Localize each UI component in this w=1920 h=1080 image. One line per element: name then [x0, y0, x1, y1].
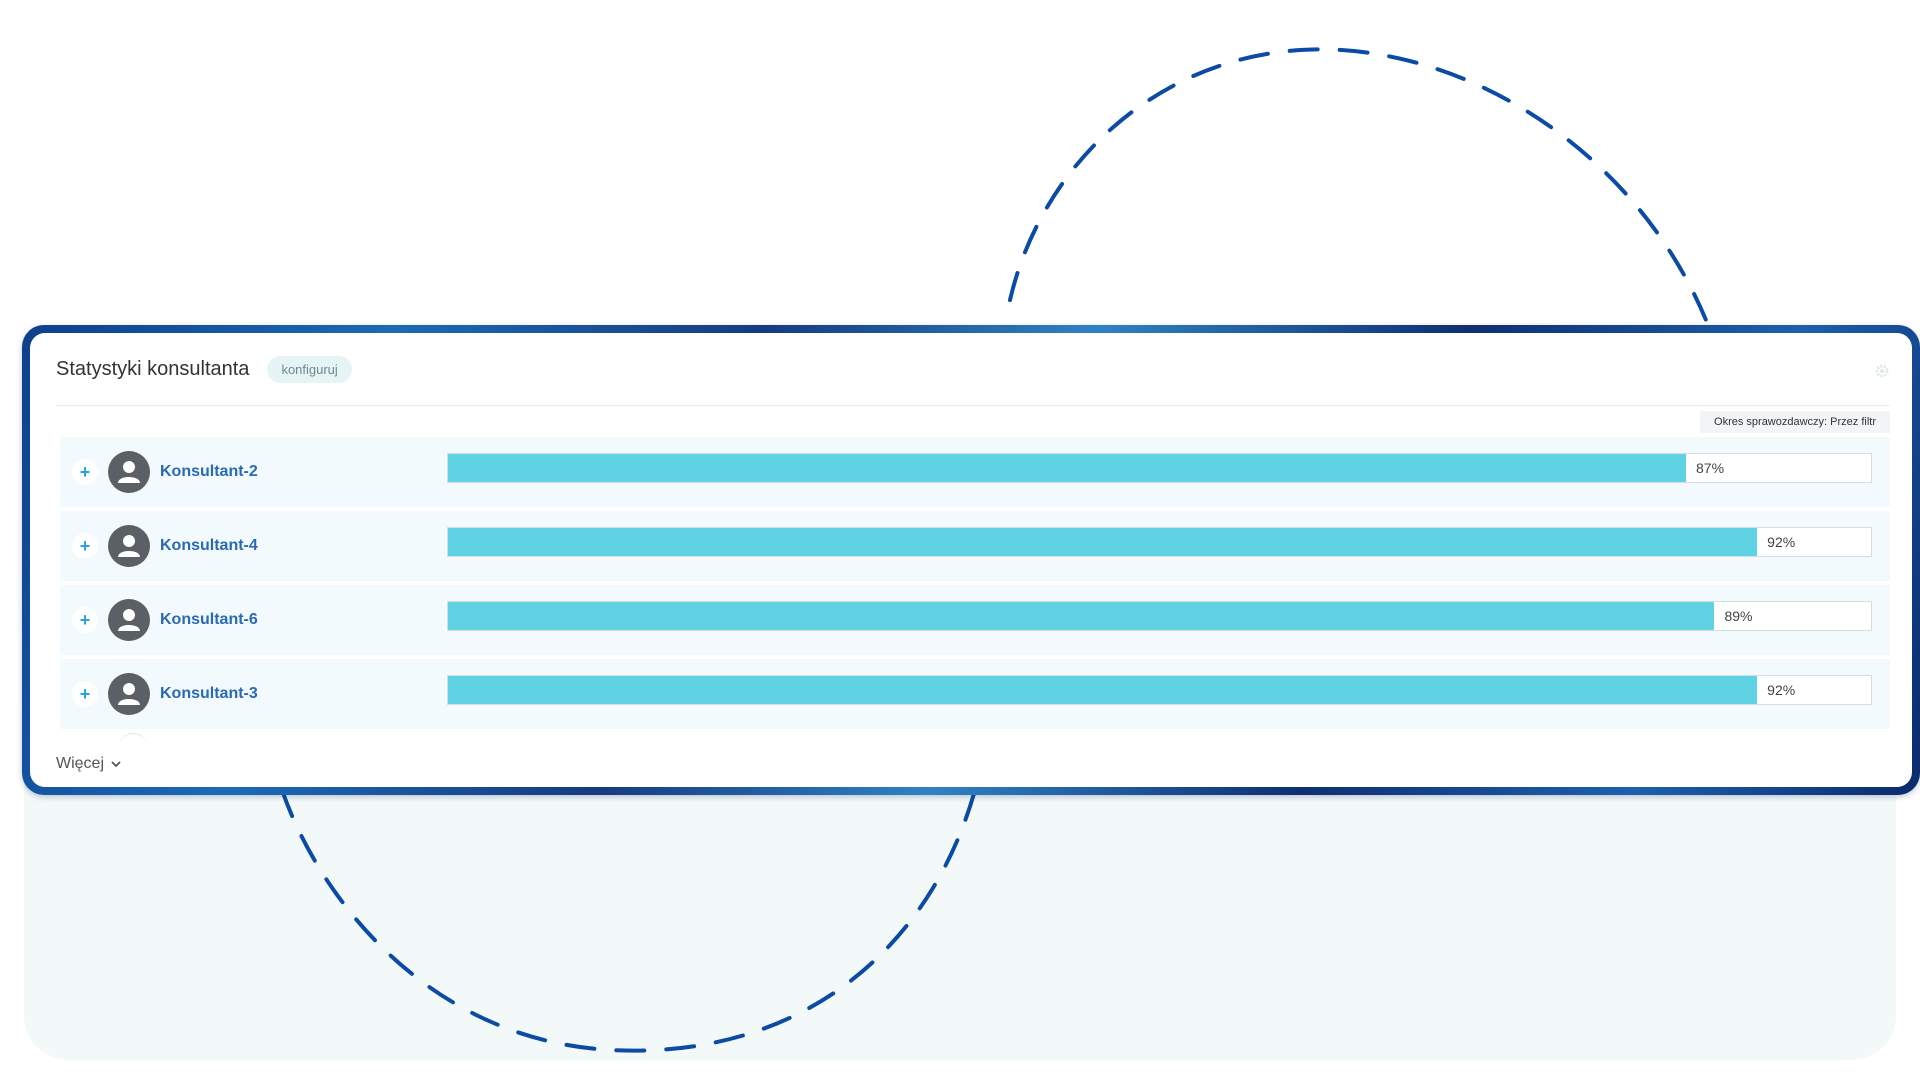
more-button[interactable]: Więcej [56, 755, 122, 773]
table-row: + Konsultant-6 89% [60, 585, 1890, 655]
plus-icon[interactable]: + [72, 459, 98, 485]
user-avatar-icon [108, 451, 150, 493]
plus-icon[interactable]: + [72, 607, 98, 633]
consultant-name-link[interactable]: Konsultant-3 [160, 685, 258, 702]
user-avatar-icon [108, 525, 150, 567]
progress-bar-fill [448, 454, 1686, 482]
progress-bar: 89% [447, 601, 1872, 631]
progress-percent: 92% [1767, 682, 1796, 698]
chevron-down-icon [111, 761, 121, 768]
consultant-name-link[interactable]: Konsultant-4 [160, 537, 258, 554]
plus-icon[interactable]: + [72, 681, 98, 707]
consultant-name-link[interactable]: Konsultant-6 [160, 611, 258, 628]
progress-bar-fill [448, 528, 1758, 556]
card-title: Statystyki konsultanta [56, 357, 250, 380]
progress-percent: 89% [1724, 608, 1753, 624]
table-row: + Konsultant-3 92% [60, 659, 1890, 729]
progress-bar-fill [448, 602, 1715, 630]
progress-bar: 87% [447, 453, 1872, 483]
gear-icon[interactable] [1874, 363, 1890, 379]
progress-bar-fill [448, 676, 1758, 704]
progress-bar: 92% [447, 675, 1872, 705]
progress-bar: 92% [447, 527, 1872, 557]
partially-hidden-row [118, 733, 148, 748]
plus-icon[interactable]: + [72, 533, 98, 559]
period-badge: Okres sprawozdawczy: Przez filtr [1700, 411, 1890, 433]
user-avatar-icon [108, 599, 150, 641]
progress-percent: 87% [1696, 460, 1725, 476]
dashed-arc-bottom [280, 788, 977, 1053]
dashed-arc-top [1008, 47, 1712, 332]
user-avatar-icon [108, 673, 150, 715]
widget-frame: Statystyki konsultanta konfiguruj Okres … [22, 325, 1920, 795]
consultant-list: + Konsultant-2 87% + [60, 437, 1890, 733]
progress-percent: 92% [1767, 534, 1796, 550]
table-row: + Konsultant-4 92% [60, 511, 1890, 581]
header-divider [56, 405, 1890, 406]
table-row: + Konsultant-2 87% [60, 437, 1890, 507]
card-header: Statystyki konsultanta konfiguruj [30, 333, 1912, 405]
configure-button[interactable]: konfiguruj [267, 355, 352, 383]
consultant-stats-card: Statystyki konsultanta konfiguruj Okres … [30, 333, 1912, 787]
consultant-name-link[interactable]: Konsultant-2 [160, 463, 258, 480]
more-label: Więcej [56, 755, 105, 772]
